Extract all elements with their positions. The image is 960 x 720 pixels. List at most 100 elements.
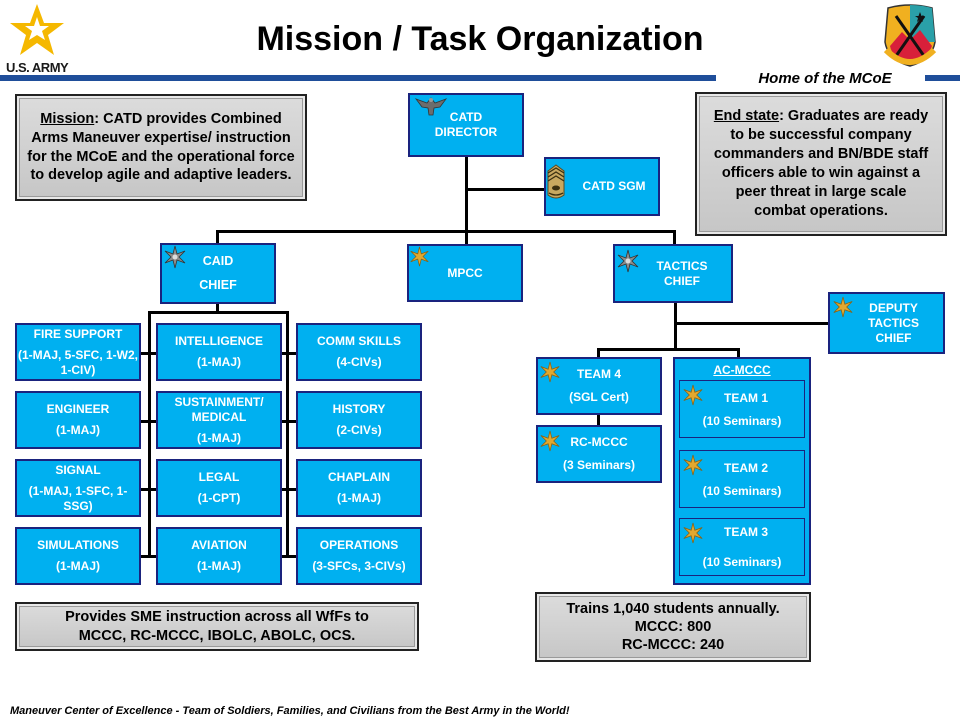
mpcc-box[interactable]: MPCC [407, 244, 523, 302]
connector [281, 352, 297, 355]
training-summary-note: Trains 1,040 students annually. MCCC: 80… [535, 592, 811, 662]
deputy-line1: DEPUTY [869, 300, 918, 315]
section-detail: (1-CPT) [197, 491, 241, 505]
team-name: TEAM 3 [723, 525, 768, 539]
team-name: TEAM 2 [723, 460, 768, 475]
team-detail: (10 Seminars) [702, 413, 782, 428]
end-state-label: End state [713, 108, 780, 125]
caid-section-box[interactable]: FIRE SUPPORT (1-MAJ, 5-SFC, 1-W2, 1-CIV) [15, 323, 141, 381]
rc-mccc-box[interactable]: RC-MCCC (3 Seminars) [536, 425, 662, 483]
section-detail: (1-MAJ) [197, 355, 241, 369]
team-name: TEAM 1 [723, 390, 768, 405]
mcoe-crest-logo [880, 2, 940, 70]
deputy-tactics-chief-box[interactable]: DEPUTY TACTICS CHIEF [828, 292, 945, 354]
mission-label: Mission [40, 110, 95, 127]
section-detail: (2-CIVs) [336, 423, 382, 437]
connector [597, 414, 600, 426]
connector [674, 302, 677, 350]
training-line1: Trains 1,040 students annually. [566, 600, 780, 617]
us-army-logo [8, 2, 68, 62]
caid-section-box[interactable]: SIGNAL(1-MAJ, 1-SFC, 1-SSG) [15, 459, 141, 517]
connector [140, 352, 156, 355]
section-name: HISTORY [332, 402, 386, 416]
connector [597, 348, 740, 351]
connector [140, 488, 156, 491]
connector [465, 188, 545, 191]
section-detail: (1-MAJ) [197, 430, 241, 445]
section-name: FIRE SUPPORT [33, 326, 123, 341]
section-detail: (1-MAJ) [56, 559, 100, 573]
ac-mccc-team-box[interactable]: TEAM 3 (10 Seminars) [679, 518, 805, 576]
connector [140, 420, 156, 423]
connector [737, 348, 740, 358]
header-rule-right [925, 75, 960, 81]
connector [216, 302, 219, 312]
connector [597, 348, 600, 358]
silver-oak-leaf-icon [164, 245, 186, 269]
mission-text: : CATD provides Combined Arms Maneuver e… [27, 110, 295, 184]
training-line2: MCCC: 800 [634, 618, 712, 635]
deputy-line3: CHIEF [875, 330, 912, 345]
team-detail: (10 Seminars) [702, 555, 782, 569]
section-detail: (3-SFCs, 3-CIVs) [312, 559, 406, 573]
team-detail: (10 Seminars) [702, 483, 782, 498]
gold-oak-leaf-icon [540, 430, 560, 452]
tactics-chief-box[interactable]: TACTICS CHIEF [613, 244, 733, 303]
caid-section-box[interactable]: COMM SKILLS(4-CIVs) [296, 323, 422, 381]
section-name: LEGAL [198, 470, 240, 484]
section-name: CHAPLAIN [328, 470, 390, 484]
colonel-eagle-icon [414, 97, 448, 116]
rc-mccc-name: RC-MCCC [570, 435, 628, 449]
header-rule-left [0, 75, 716, 81]
caid-section-box[interactable]: OPERATIONS(3-SFCs, 3-CIVs) [296, 527, 422, 585]
gold-oak-leaf-icon [683, 454, 703, 476]
section-detail: (1-MAJ, 5-SFC, 1-W2, 1-CIV) [17, 347, 138, 377]
ac-mccc-team-box[interactable]: TEAM 1 (10 Seminars) [679, 380, 805, 438]
caid-section-box[interactable]: SIMULATIONS (1-MAJ) [15, 527, 141, 585]
sgm-label: CATD SGM [582, 179, 646, 193]
rc-mccc-detail: (3 Seminars) [562, 458, 636, 472]
connector [286, 311, 289, 557]
ac-mccc-title: AC-MCCC [713, 363, 771, 377]
team4-name: TEAM 4 [576, 367, 621, 381]
mission-statement: Mission: CATD provides Combined Arms Man… [15, 94, 307, 201]
section-name: INTELLIGENCE [174, 334, 263, 348]
section-name: SIMULATIONS [37, 538, 119, 552]
end-state-statement: End state: Graduates are ready to be suc… [695, 92, 947, 236]
connector [148, 311, 151, 557]
connector [281, 488, 297, 491]
sme-line1: Provides SME instruction across all WfFs… [65, 608, 369, 625]
training-line3: RC-MCCC: 240 [621, 637, 725, 654]
gold-oak-leaf-icon [683, 384, 703, 406]
caid-section-box[interactable]: AVIATION (1-MAJ) [156, 527, 282, 585]
page-title: Mission / Task Organization [256, 20, 704, 58]
section-name: ENGINEER [46, 402, 110, 416]
gold-oak-leaf-icon [540, 361, 560, 383]
caid-section-box[interactable]: SUSTAINMENT/ MEDICAL(1-MAJ) [156, 391, 282, 449]
connector [140, 555, 156, 558]
caid-section-box[interactable]: INTELLIGENCE (1-MAJ) [156, 323, 282, 381]
mpcc-label: MPCC [447, 265, 483, 280]
section-name: AVIATION [191, 538, 247, 552]
caid-section-box[interactable]: CHAPLAIN (1-MAJ) [296, 459, 422, 517]
caid-section-box[interactable]: LEGAL (1-CPT) [156, 459, 282, 517]
director-line1: CATD [449, 110, 483, 124]
team-4-box[interactable]: TEAM 4 (SGL Cert) [536, 357, 662, 415]
end-state-text: : Graduates are ready to be successful c… [713, 108, 929, 219]
caid-section-box[interactable]: ENGINEER(1-MAJ) [15, 391, 141, 449]
section-detail: (1-MAJ) [337, 491, 381, 505]
connector [148, 311, 289, 314]
tactics-line2: CHIEF [664, 273, 700, 288]
silver-oak-leaf-icon [617, 249, 639, 273]
tactics-line1: TACTICS [656, 258, 708, 273]
crest-shield-icon [883, 4, 937, 67]
gold-oak-leaf-icon [410, 246, 429, 267]
section-detail: (1-MAJ) [197, 559, 241, 573]
caid-line1: CAID [202, 253, 234, 268]
ac-mccc-team-box[interactable]: TEAM 2 (10 Seminars) [679, 450, 805, 508]
connector [673, 230, 676, 246]
caid-section-box[interactable]: HISTORY (2-CIVs) [296, 391, 422, 449]
footer-slogan: Maneuver Center of Excellence - Team of … [10, 705, 570, 717]
connector [216, 230, 676, 233]
gold-oak-leaf-icon [683, 522, 703, 544]
